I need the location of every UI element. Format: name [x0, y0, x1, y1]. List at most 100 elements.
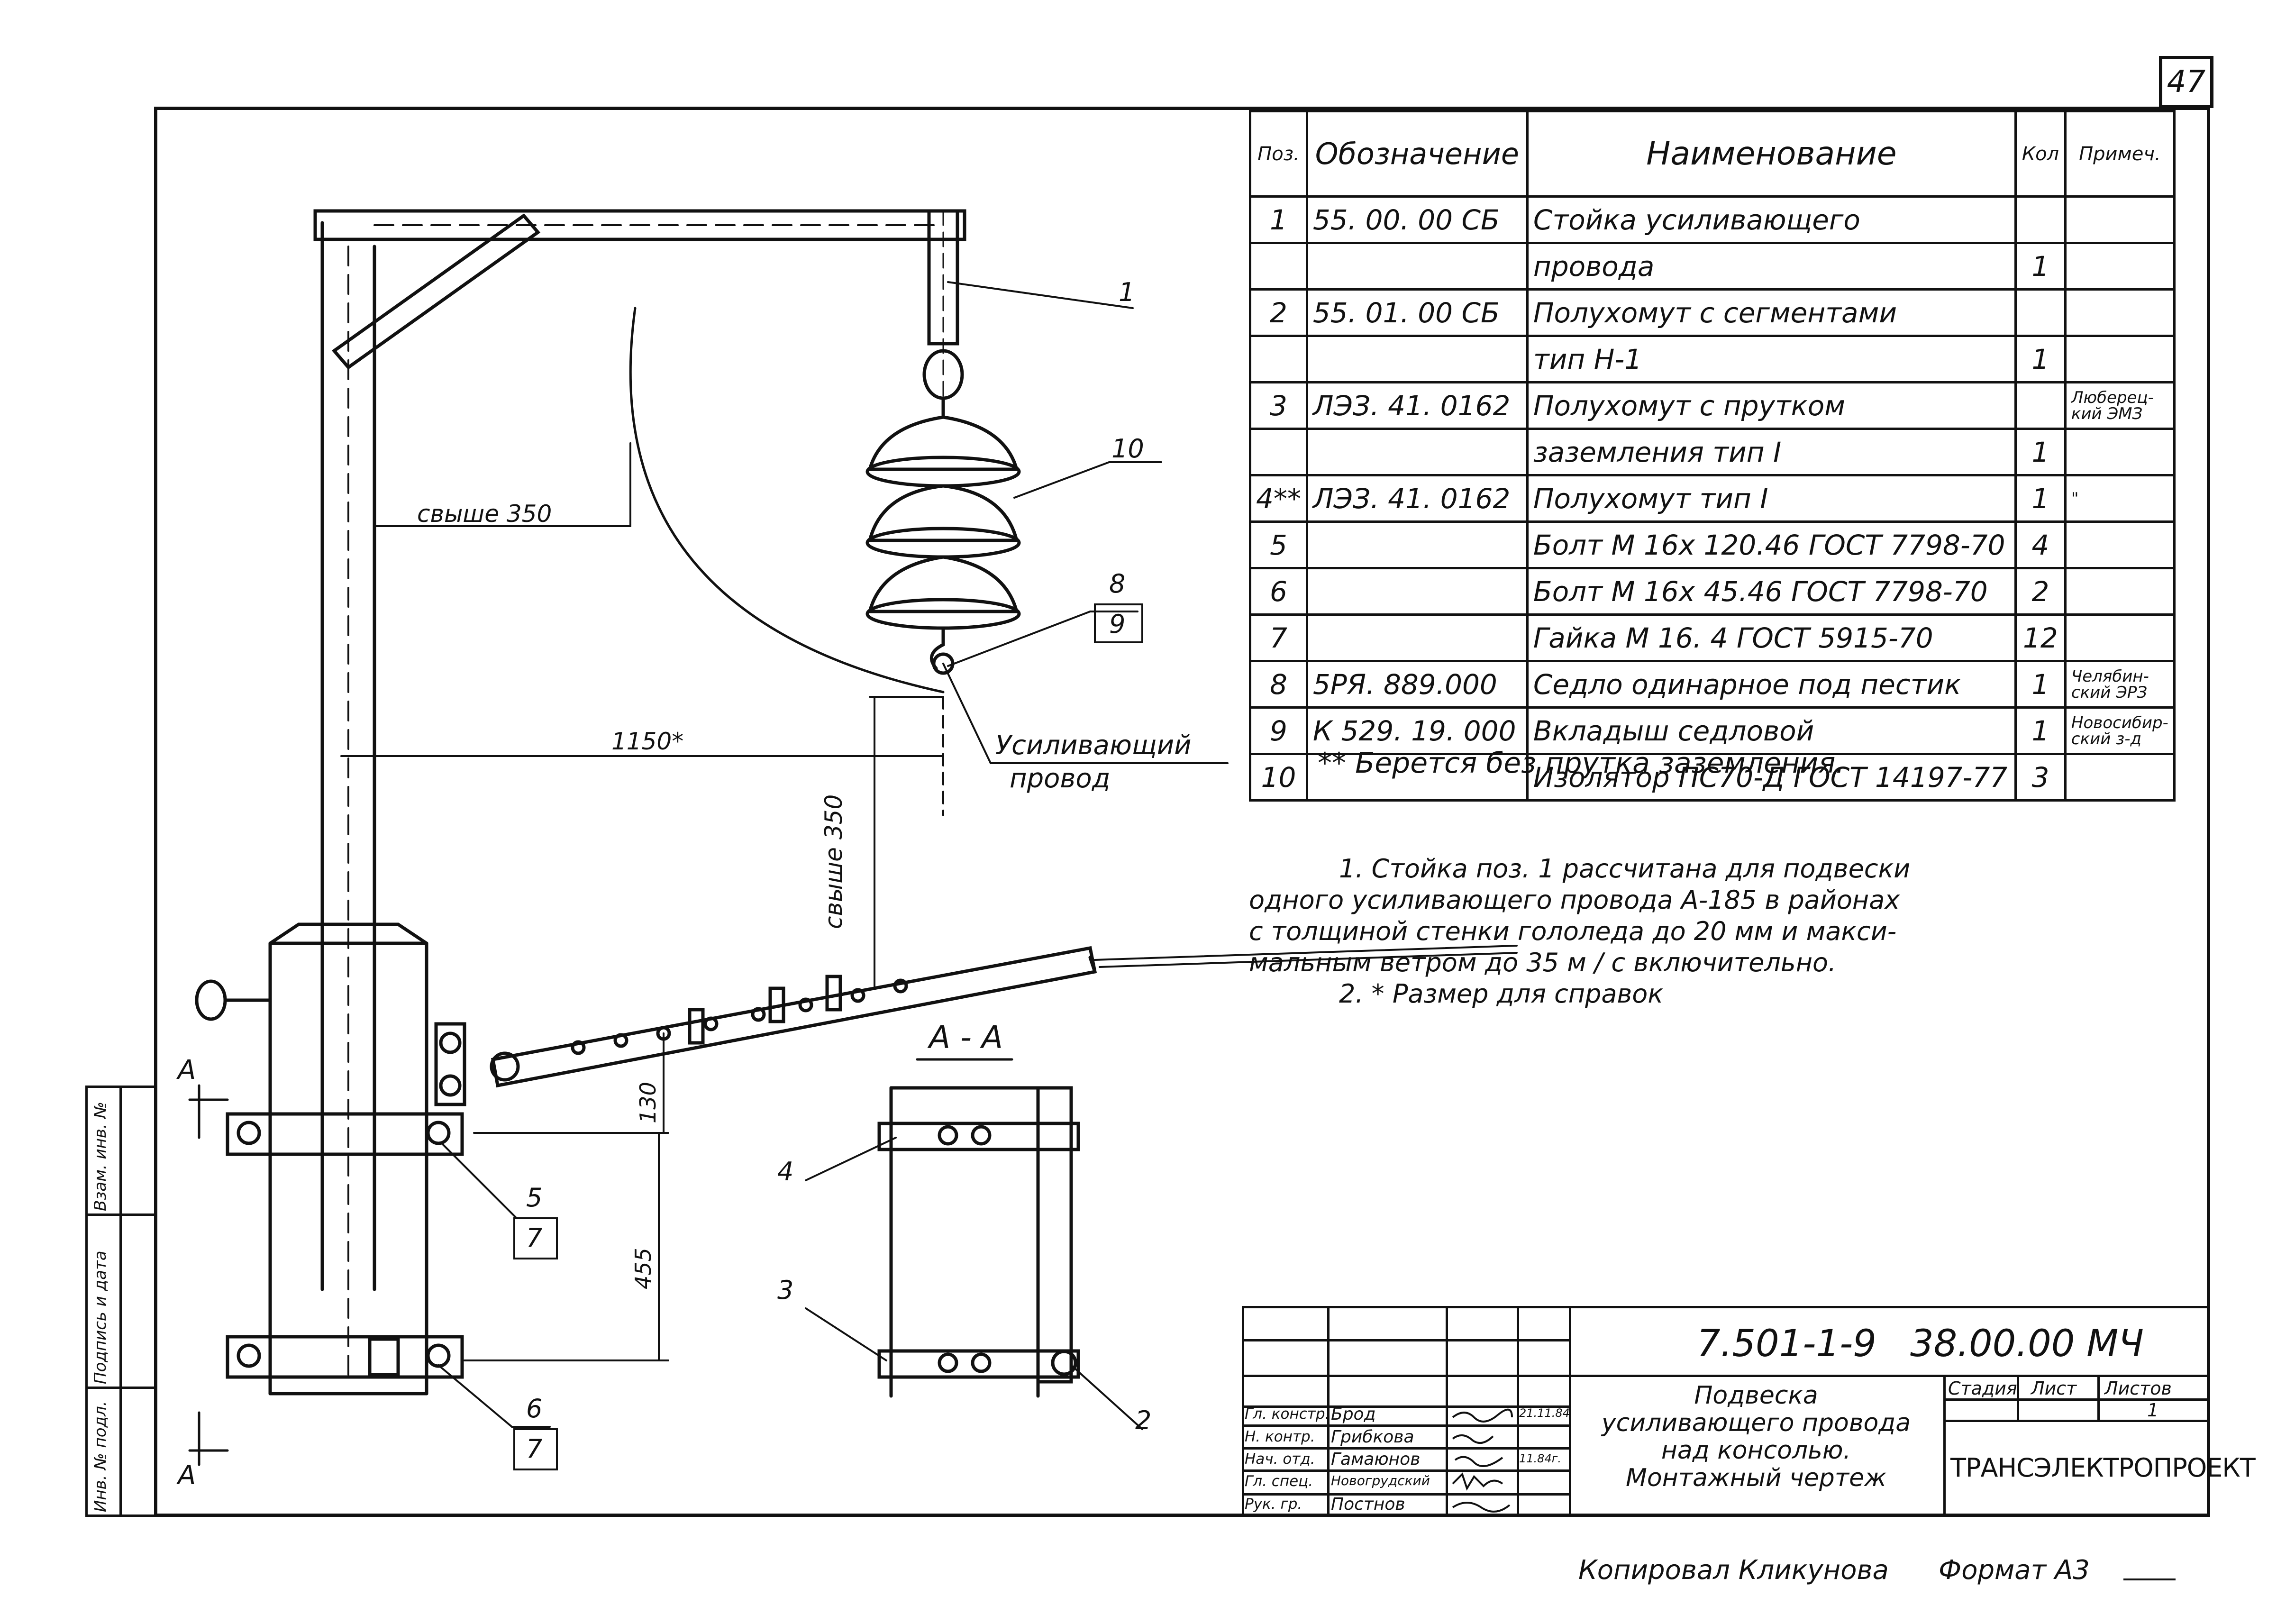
spec-table: Поз. Обозначение Наименование Кол Примеч… — [1249, 110, 2176, 802]
spec-cell-pos: 3 — [1249, 381, 1308, 430]
title-line: Подвеска — [1694, 1381, 1818, 1410]
notes-block: 1. Стойка поз. 1 рассчитана для подвески… — [1249, 853, 1910, 1010]
spec-cell-qty: 1 — [2014, 335, 2067, 383]
spec-cell-pos — [1249, 428, 1308, 476]
sheet-label: Лист — [2031, 1378, 2077, 1399]
signer-role: Н. контр. — [1245, 1428, 1315, 1445]
footnote: ** Берется без прутка заземления. — [1318, 747, 1845, 780]
spec-cell-pos: 6 — [1249, 567, 1308, 616]
callout-7a: 7 — [526, 1223, 543, 1253]
spec-cell-designation — [1305, 567, 1529, 616]
spec-cell-qty: 3 — [2014, 753, 2067, 802]
spec-cell-note: Новосибир-ский з-д — [2064, 706, 2176, 755]
spec-cell-pos: 9 — [1249, 706, 1308, 755]
note-line: мальным ветром до 35 м / с включительно. — [1249, 948, 1837, 977]
title-line: над консолью. — [1661, 1436, 1851, 1465]
spec-cell-note — [2064, 753, 2176, 802]
note-line: одного усиливающего провода А-185 в райо… — [1249, 885, 1900, 915]
callout-6: 6 — [526, 1394, 543, 1423]
sheets-value: 1 — [2147, 1400, 2159, 1421]
spec-cell-pos — [1249, 242, 1308, 291]
spec-cell-name: Полухомут тип I — [1526, 474, 2017, 523]
spec-cell-pos: 4** — [1249, 474, 1308, 523]
section-title: А - А — [929, 1019, 1003, 1056]
spec-cell-designation: 5РЯ. 889.000 — [1305, 660, 1529, 709]
signer-name: Брод — [1331, 1405, 1376, 1424]
spec-cell-pos: 7 — [1249, 613, 1308, 662]
signer-date: 11.84г. — [1519, 1452, 1561, 1465]
wire-label: Усиливающий — [995, 730, 1192, 761]
spec-cell-designation — [1305, 428, 1529, 476]
spec-cell-note — [2064, 520, 2176, 569]
spec-cell-designation: К 529. 19. 000 — [1305, 706, 1529, 755]
spec-cell-note: " — [2064, 474, 2176, 523]
spec-cell-note — [2064, 242, 2176, 291]
sheets-label: Листов — [2104, 1378, 2172, 1399]
spec-cell-pos: 1 — [1249, 195, 1308, 244]
note-line: 1. Стойка поз. 1 рассчитана для подвески — [1339, 854, 1911, 884]
spec-cell-qty: 1 — [2014, 474, 2067, 523]
section-mark-top: А — [178, 1055, 196, 1086]
wire-label-2: провод — [1010, 763, 1111, 794]
signer-role: Рук. гр. — [1245, 1496, 1302, 1513]
signer-name: Постнов — [1331, 1495, 1405, 1514]
spec-cell-qty: 12 — [2014, 613, 2067, 662]
spec-cell-qty: 4 — [2014, 520, 2067, 569]
spec-cell-pos: 10 — [1249, 753, 1308, 802]
spec-cell-designation: ЛЭЗ. 41. 0162 — [1305, 381, 1529, 430]
side-stamp: Инв. № подл. Подпись и дата Взам. инв. № — [85, 1086, 154, 1517]
spec-cell-name: провода — [1526, 242, 2017, 291]
paper-format: Формат А3 — [1939, 1555, 2090, 1586]
spec-header-row: Поз. Обозначение Наименование Кол Примеч… — [1249, 110, 2176, 198]
dim-455: 455 — [630, 1248, 656, 1289]
spec-cell-name: тип Н-1 — [1526, 335, 2017, 383]
drawing-frame — [154, 107, 2210, 1517]
spec-cell-note — [2064, 428, 2176, 476]
callout-2: 2 — [1135, 1405, 1152, 1435]
spec-cell-qty — [2014, 288, 2067, 337]
spec-cell-designation — [1305, 520, 1529, 569]
doc-number: 38.00.00 МЧ — [1910, 1323, 2144, 1365]
spec-cell-note — [2064, 288, 2176, 337]
spec-cell-note — [2064, 335, 2176, 383]
spec-cell-qty: 2 — [2014, 567, 2067, 616]
signer-role: Гл. спец. — [1245, 1473, 1313, 1490]
spec-cell-pos — [1249, 335, 1308, 383]
spec-cell-name: Стойка усиливающего — [1526, 195, 2017, 244]
spec-cell-qty: 1 — [2014, 660, 2067, 709]
header-designation: Обозначение — [1305, 110, 1529, 198]
spec-cell-qty — [2014, 195, 2067, 244]
spec-cell-name: Гайка М 16. 4 ГОСТ 5915-70 — [1526, 613, 2017, 662]
note-line: с толщиной стенки гололеда до 20 мм и ма… — [1249, 916, 1897, 946]
spec-cell-note: Челябин-ский ЭРЗ — [2064, 660, 2176, 709]
signer-name: Новогрудский — [1331, 1473, 1430, 1488]
spec-cell-note — [2064, 567, 2176, 616]
signer-date: 21.11.84 — [1519, 1406, 1570, 1420]
callout-4: 4 — [777, 1157, 794, 1186]
spec-cell-designation — [1305, 335, 1529, 383]
spec-cell-name: Болт М 16х 120.46 ГОСТ 7798-70 — [1526, 520, 2017, 569]
spec-cell-note: Люберец-кий ЭМЗ — [2064, 381, 2176, 430]
spec-cell-qty: 1 — [2014, 242, 2067, 291]
signer-name: Грибкова — [1331, 1427, 1414, 1447]
spec-cell-name: Седло одинарное под пестик — [1526, 660, 2017, 709]
copied-by: Копировал Кликунова — [1578, 1555, 1889, 1586]
callout-7b: 7 — [526, 1434, 543, 1464]
title-line: Монтажный чертеж — [1626, 1464, 1886, 1492]
spec-cell-qty: 1 — [2014, 428, 2067, 476]
spec-cell-name: заземления тип I — [1526, 428, 2017, 476]
stage-label: Стадия — [1948, 1378, 2017, 1399]
header-note: Примеч. — [2064, 110, 2176, 198]
spec-cell-pos: 2 — [1249, 288, 1308, 337]
